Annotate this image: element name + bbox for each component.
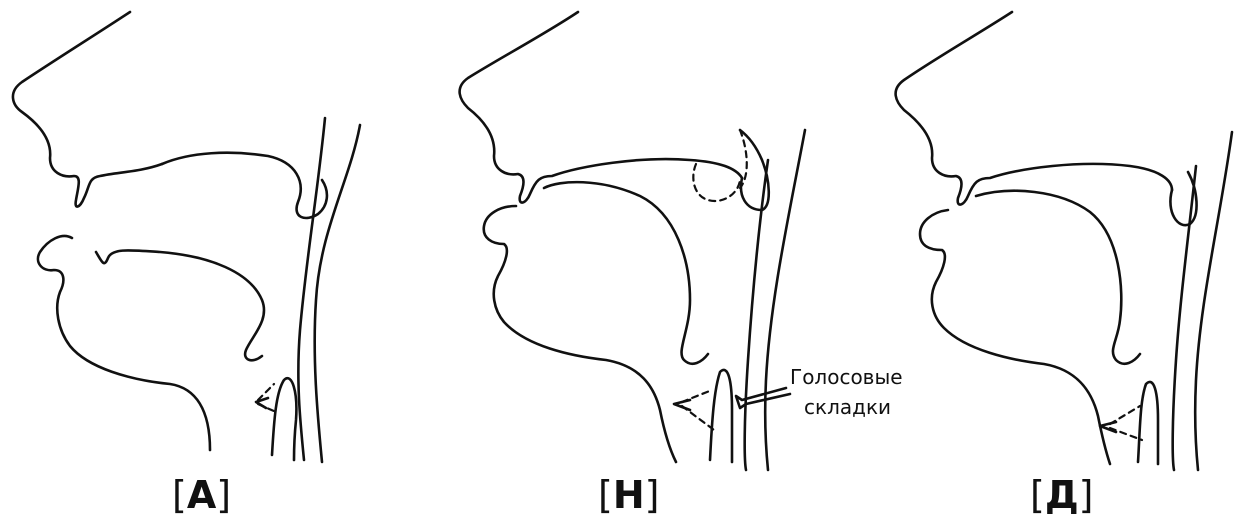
panel-a-tongue-top [96, 250, 264, 360]
panel-n-face-profile [460, 12, 742, 203]
panel-d-vocal-fold [1138, 382, 1158, 464]
panel-a-pharynx-wall-1 [298, 118, 325, 460]
panel-a-pharynx-wall-2 [315, 125, 360, 462]
panel-n-caption: [Н] [598, 473, 659, 517]
panel-d [896, 12, 1232, 470]
panel-n-vocal-fold [710, 370, 732, 462]
annotation-line-2: складки [804, 395, 891, 419]
panel-d-caption: [Д] [1030, 473, 1094, 517]
panel-d-face-profile [896, 12, 1172, 205]
panel-n-tongue-top [544, 182, 708, 364]
panel-d-tongue-top [976, 191, 1140, 364]
panel-a-tongue-jaw [38, 236, 210, 450]
panel-n-pharynx-wall-2 [765, 130, 805, 470]
panel-a-vocal-fold [272, 378, 296, 460]
panel-n-jaw [484, 206, 676, 462]
panel-a-caption: [А] [172, 473, 231, 517]
panel-d-arrow [1100, 422, 1116, 432]
panel-d-pharynx-wall-1 [1173, 166, 1196, 470]
panel-a-face-profile [13, 12, 162, 207]
panel-n-annotation-pointer [736, 388, 790, 408]
panel-d-pharynx-wall-2 [1195, 132, 1232, 470]
panel-n [460, 12, 805, 470]
panel-a-palate [162, 153, 327, 218]
panel-a [13, 12, 360, 462]
panel-d-jaw [920, 210, 1110, 464]
annotation-line-1: Голосовые [790, 365, 903, 389]
